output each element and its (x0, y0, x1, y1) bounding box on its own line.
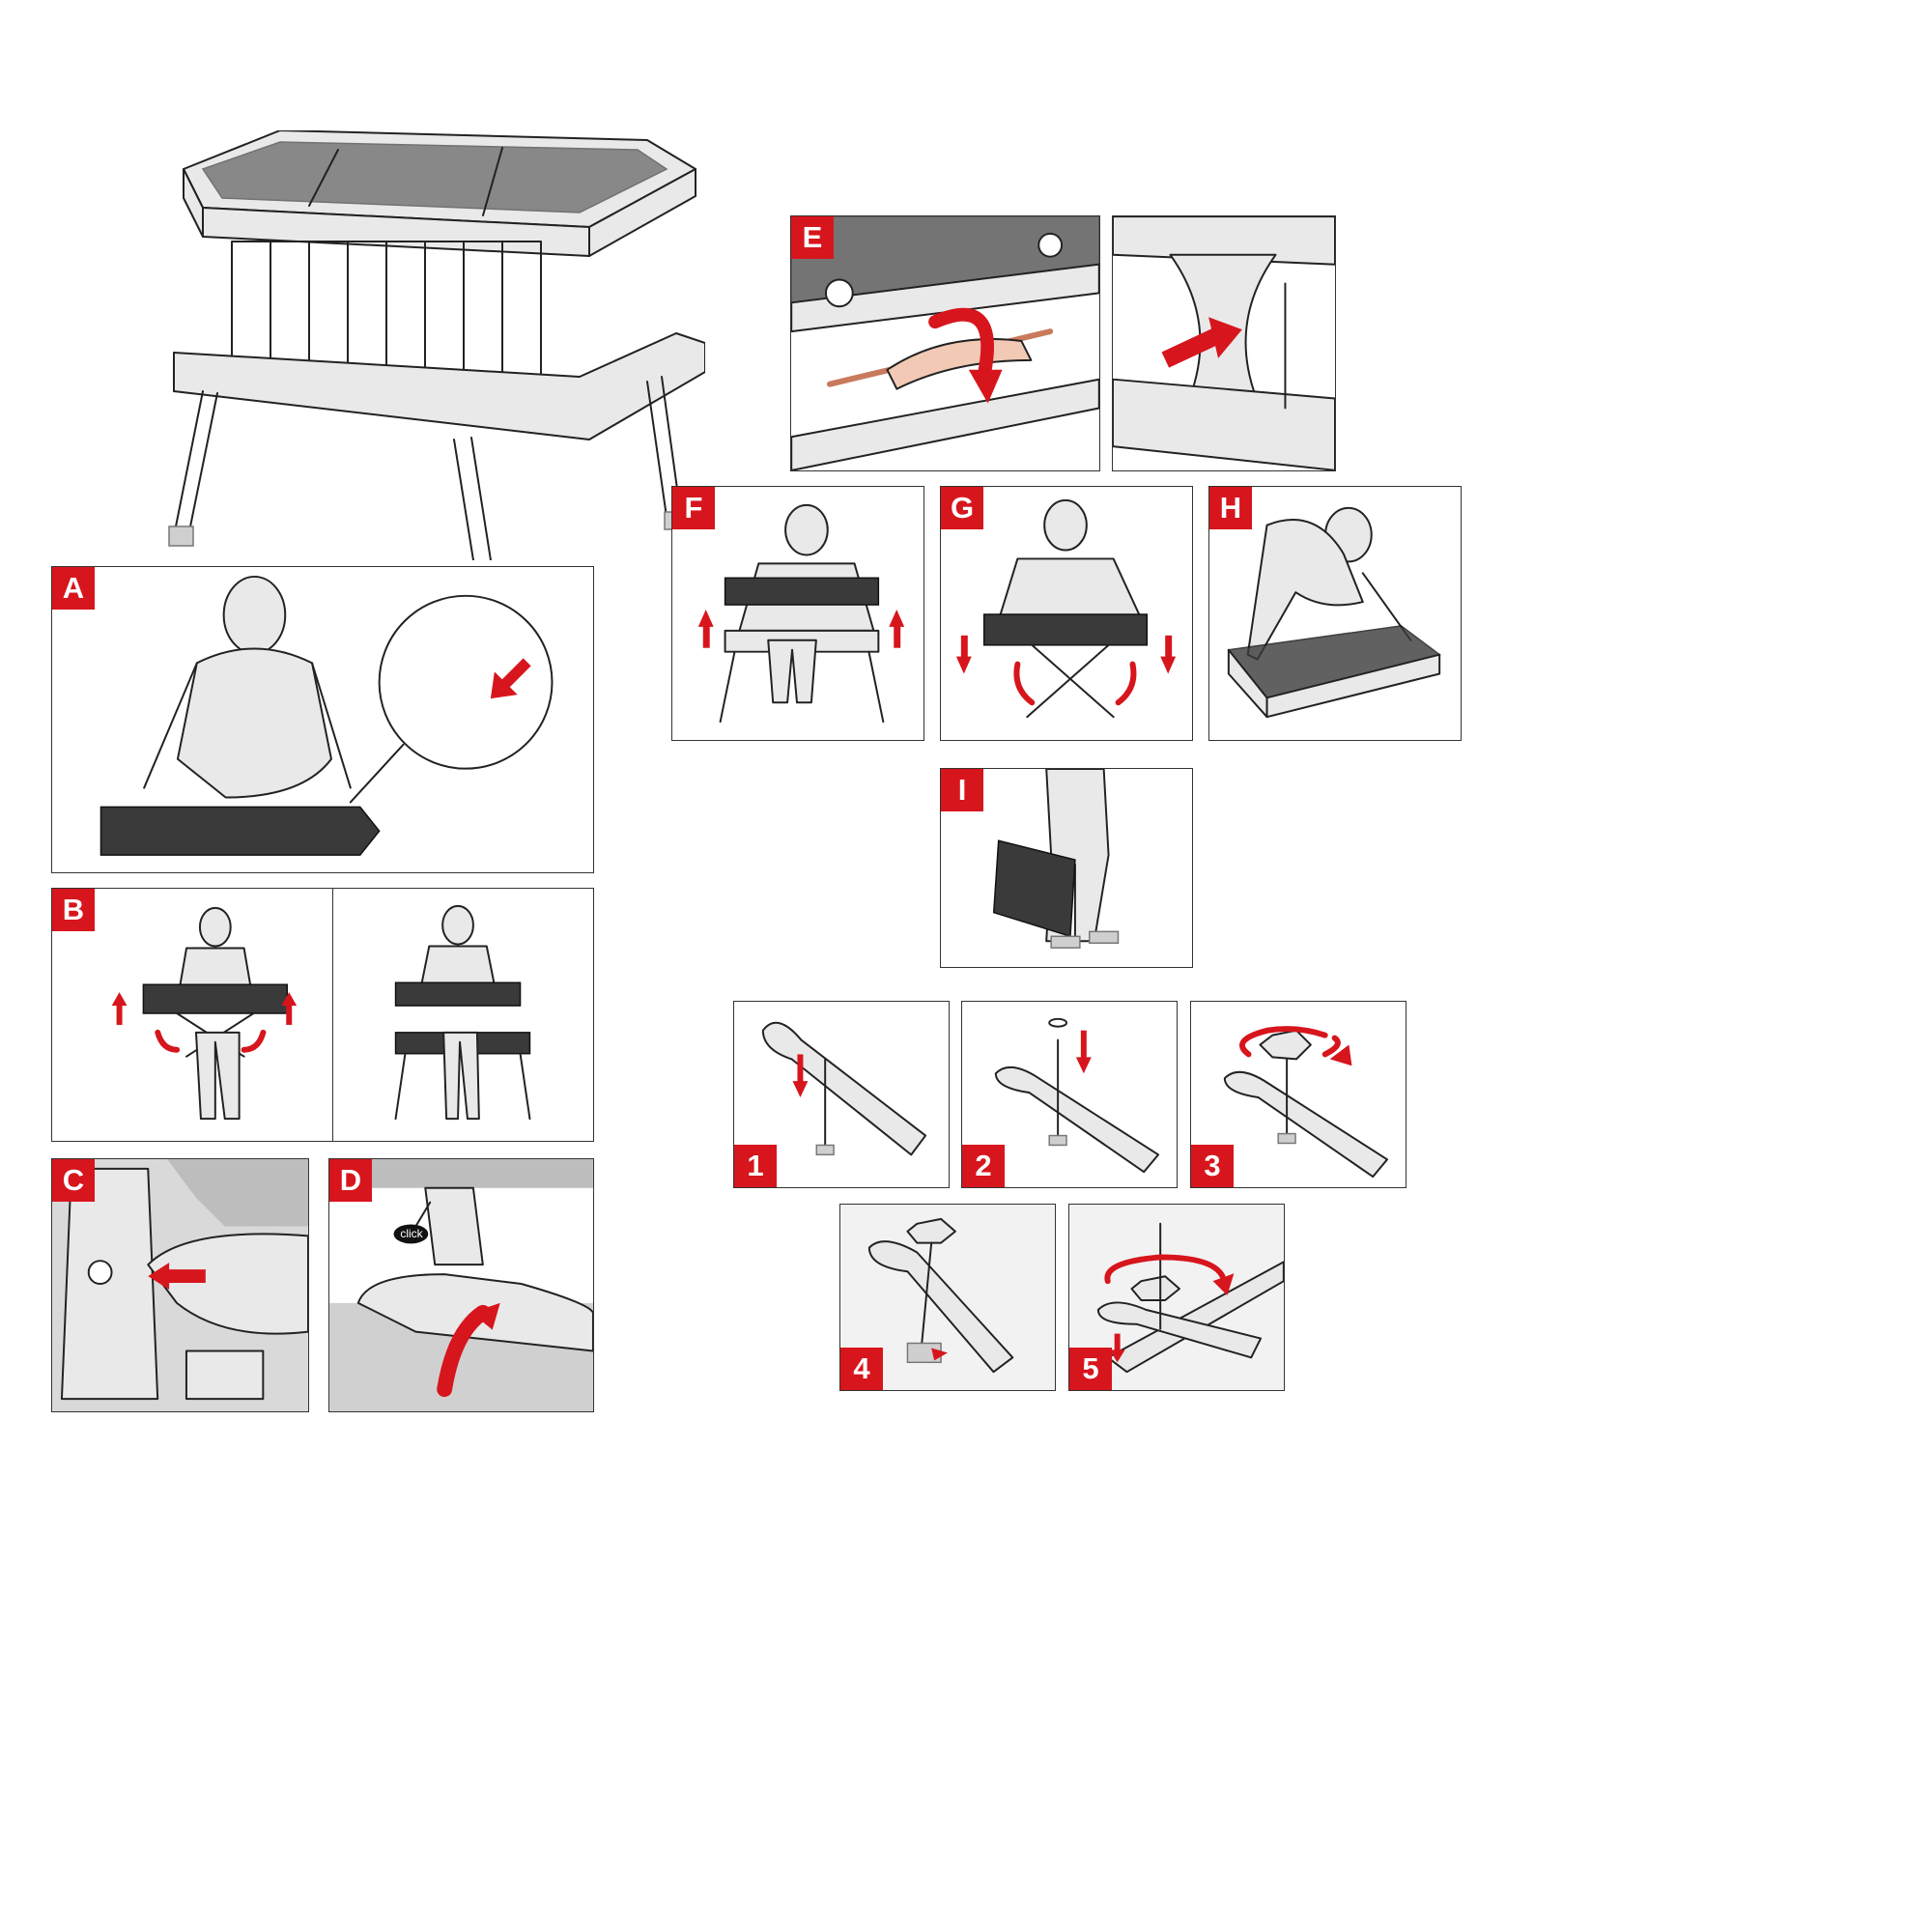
step-3-label: 3 (1191, 1145, 1234, 1187)
panel-h-label: H (1209, 487, 1252, 529)
panel-a-label: A (52, 567, 95, 610)
panel-g: G (940, 486, 1193, 741)
step-1-label: 1 (734, 1145, 777, 1187)
panel-e-right-illustration (1113, 216, 1335, 470)
step-3-panel: 3 (1190, 1001, 1406, 1188)
panel-c-illustration (52, 1159, 308, 1411)
panel-e-left-illustration (791, 216, 1099, 470)
panel-d-label: D (329, 1159, 372, 1202)
panel-d: D click (328, 1158, 594, 1412)
panel-i-label: I (941, 769, 983, 811)
panel-e-label: E (791, 216, 834, 259)
panel-c: C (51, 1158, 309, 1412)
hero-workbench-illustration (164, 130, 705, 560)
panel-b-right (332, 888, 594, 1142)
panel-g-illustration (955, 498, 1177, 719)
step-3-illustration (1223, 1026, 1389, 1179)
step-2-label: 2 (962, 1145, 1005, 1187)
panel-b-left: B (51, 888, 333, 1142)
click-label: click (400, 1227, 423, 1240)
panel-b-right-illustration (394, 904, 531, 1121)
panel-f-label: F (672, 487, 715, 529)
panel-b-left-illustration (111, 906, 298, 1121)
panel-f: F (671, 486, 924, 741)
step-4-panel: 4 (839, 1204, 1056, 1391)
panel-e-right (1112, 215, 1336, 471)
step-4-label: 4 (840, 1348, 883, 1390)
step-2-illustration (994, 1017, 1160, 1174)
step-2-panel: 2 (961, 1001, 1178, 1188)
step-5-panel: 5 (1068, 1204, 1285, 1391)
workbench-drawing (168, 130, 705, 560)
step-5-label: 5 (1069, 1348, 1112, 1390)
panel-b-label: B (52, 889, 95, 931)
step-1-illustration (761, 1021, 927, 1156)
panel-i-illustration (992, 769, 1120, 949)
panel-g-label: G (941, 487, 983, 529)
panel-i: I (940, 768, 1193, 968)
panel-h: H (1208, 486, 1462, 741)
panel-h-illustration (1227, 506, 1441, 719)
panel-a: A (51, 566, 594, 873)
panel-d-illustration (329, 1159, 593, 1411)
panel-a-illustration (99, 575, 554, 856)
step-1-panel: 1 (733, 1001, 950, 1188)
panel-c-label: C (52, 1159, 95, 1202)
panel-e-left: E (790, 215, 1100, 471)
panel-f-illustration (697, 503, 905, 724)
